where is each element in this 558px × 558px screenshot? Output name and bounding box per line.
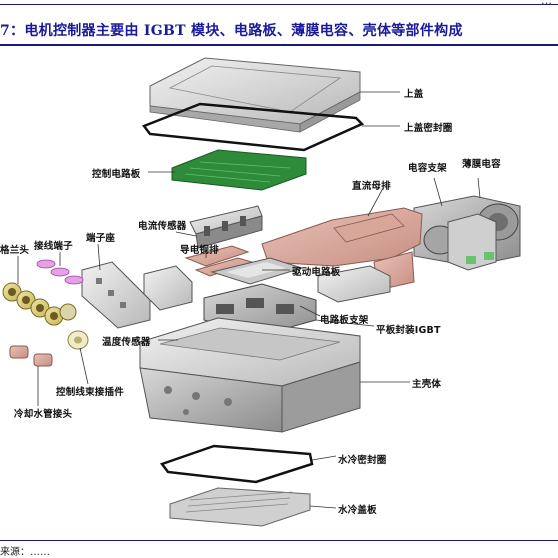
- coolant-connector-part: [9, 345, 53, 367]
- sensor-block-part: [143, 265, 193, 311]
- label-coolant-connector: 冷却水管接头: [14, 409, 73, 420]
- exploded-view-diagram: [2, 57, 521, 527]
- label-harness-connector: 控制线束接插件: [56, 387, 124, 398]
- header-fragment: …: [541, 0, 552, 7]
- label-flange-head: 格兰头: [0, 245, 30, 256]
- label-capacitor-bracket: 电容支架: [408, 163, 447, 174]
- harness-connector-part: [67, 330, 89, 350]
- main-housing-part: [139, 317, 361, 433]
- bottom-rule: [0, 540, 558, 541]
- cable-gland-part: [2, 282, 77, 326]
- control-board-part: [171, 149, 307, 191]
- label-top-cover-seal: 上盖密封圈: [404, 123, 453, 134]
- terminal-block-part: [81, 261, 151, 329]
- label-water-seal: 水冷密封圈: [338, 455, 387, 466]
- capacitor-bracket-part: [447, 213, 497, 271]
- label-current-sensor: 电流传感器: [138, 221, 187, 232]
- drive-board-part: [210, 257, 304, 285]
- water-cover-part: [169, 487, 311, 527]
- wiring-terminal-part: [36, 259, 84, 285]
- label-water-cover: 水冷盖板: [338, 505, 377, 516]
- top-cover-seal-part: [142, 102, 365, 152]
- label-control-board: 控制电路板: [92, 169, 141, 180]
- water-seal-part: [159, 444, 314, 484]
- figure-title: 7：电机控制器主要由 IGBT 模块、电路板、薄膜电容、壳体等部件构成: [0, 23, 463, 39]
- label-film-capacitor: 薄膜电容: [462, 159, 501, 170]
- conductive-copper-part: [184, 245, 254, 277]
- busbar-cover-part: [317, 265, 391, 303]
- label-dc-busbar: 直流母排: [352, 181, 391, 192]
- label-terminal-block: 端子座: [86, 233, 116, 244]
- label-board-bracket: 电路板支架: [320, 315, 369, 326]
- leader-lines: [17, 91, 481, 509]
- figure-source: 来源：……: [0, 547, 50, 558]
- label-temp-sensor: 温度传感器: [102, 337, 151, 348]
- title-rule: [0, 44, 558, 46]
- label-wiring-terminal: 接线端子: [34, 241, 73, 252]
- label-top-cover: 上盖: [404, 89, 424, 100]
- label-drive-board: 驱动电路板: [292, 267, 341, 278]
- top-cover-part: [149, 57, 361, 133]
- header-rule: [0, 4, 558, 5]
- current-sensor-part: [189, 205, 263, 249]
- label-flat-igbt: 平板封装IGBT: [376, 325, 441, 336]
- label-main-housing: 主壳体: [412, 379, 442, 390]
- label-conductive-copper: 导电铜排: [180, 245, 219, 256]
